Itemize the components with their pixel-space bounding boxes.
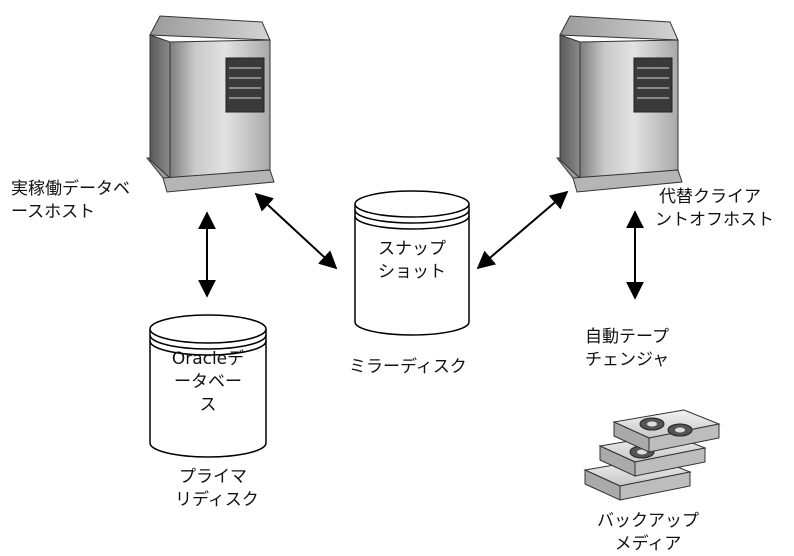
tape-changer-label-line1: 自動テープ: [585, 327, 669, 347]
production-host-label-line1: 実稼働データベ: [11, 179, 130, 199]
alternate-server-icon: [555, 15, 683, 193]
backup-media-label-line1: バックアップ: [597, 511, 699, 531]
backup-tape-media-icon: [583, 409, 721, 501]
oracle-db-label-line3: ス: [199, 395, 217, 415]
production-host-label: 実稼働データベ ースホスト: [11, 178, 130, 224]
tape-changer-label: 自動テープ チェンジャ: [585, 326, 669, 372]
oracle-db-label: Oracleデ ータベー ス: [153, 348, 263, 417]
backup-media-label: バックアップ メディア: [583, 510, 713, 556]
arrow-snapshot-to-alt-host: [476, 190, 569, 270]
snapshot-label-line2: ショット: [378, 262, 446, 282]
primary-disk-label: プライマ リディスク: [175, 466, 259, 512]
oracle-db-label-line1: Oracleデ: [171, 349, 245, 369]
production-server-icon: [145, 15, 275, 193]
tape-changer-label-line2: チェンジャ: [585, 350, 670, 370]
alternate-host-label-line2: ントオフホスト: [655, 210, 774, 230]
alternate-host-label: 代替クライア ントオフホスト: [655, 186, 774, 232]
primary-disk-label-line1: プライマ: [179, 467, 247, 487]
alternate-host-label-line1: 代替クライア: [659, 187, 761, 207]
snapshot-disk-icon: [354, 190, 470, 336]
snapshot-label: スナップ ショット: [359, 238, 465, 284]
production-host-label-line2: ースホスト: [11, 202, 96, 222]
arrow-host-to-snapshot: [254, 192, 338, 270]
snapshot-label-line1: スナップ: [378, 239, 446, 259]
oracle-database-disk-icon: [149, 314, 267, 458]
oracle-db-label-line2: ータベー: [174, 372, 242, 392]
backup-media-label-line2: メディア: [614, 534, 682, 554]
mirror-disk-label: ミラーディスク: [349, 357, 467, 377]
primary-disk-label-line2: リディスク: [175, 490, 259, 510]
